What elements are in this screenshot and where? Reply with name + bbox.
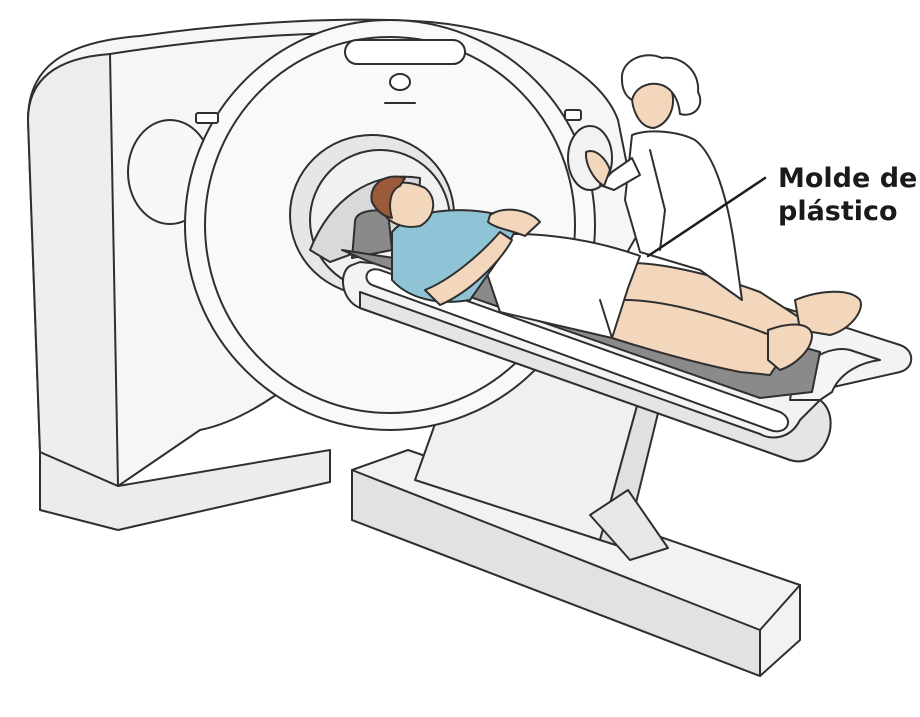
plastic-mold-label: Molde de plástico — [778, 162, 917, 228]
plastic-mold-label-line-2: plástico — [778, 195, 917, 228]
plastic-mold-label-line-1: Molde de — [778, 162, 917, 195]
